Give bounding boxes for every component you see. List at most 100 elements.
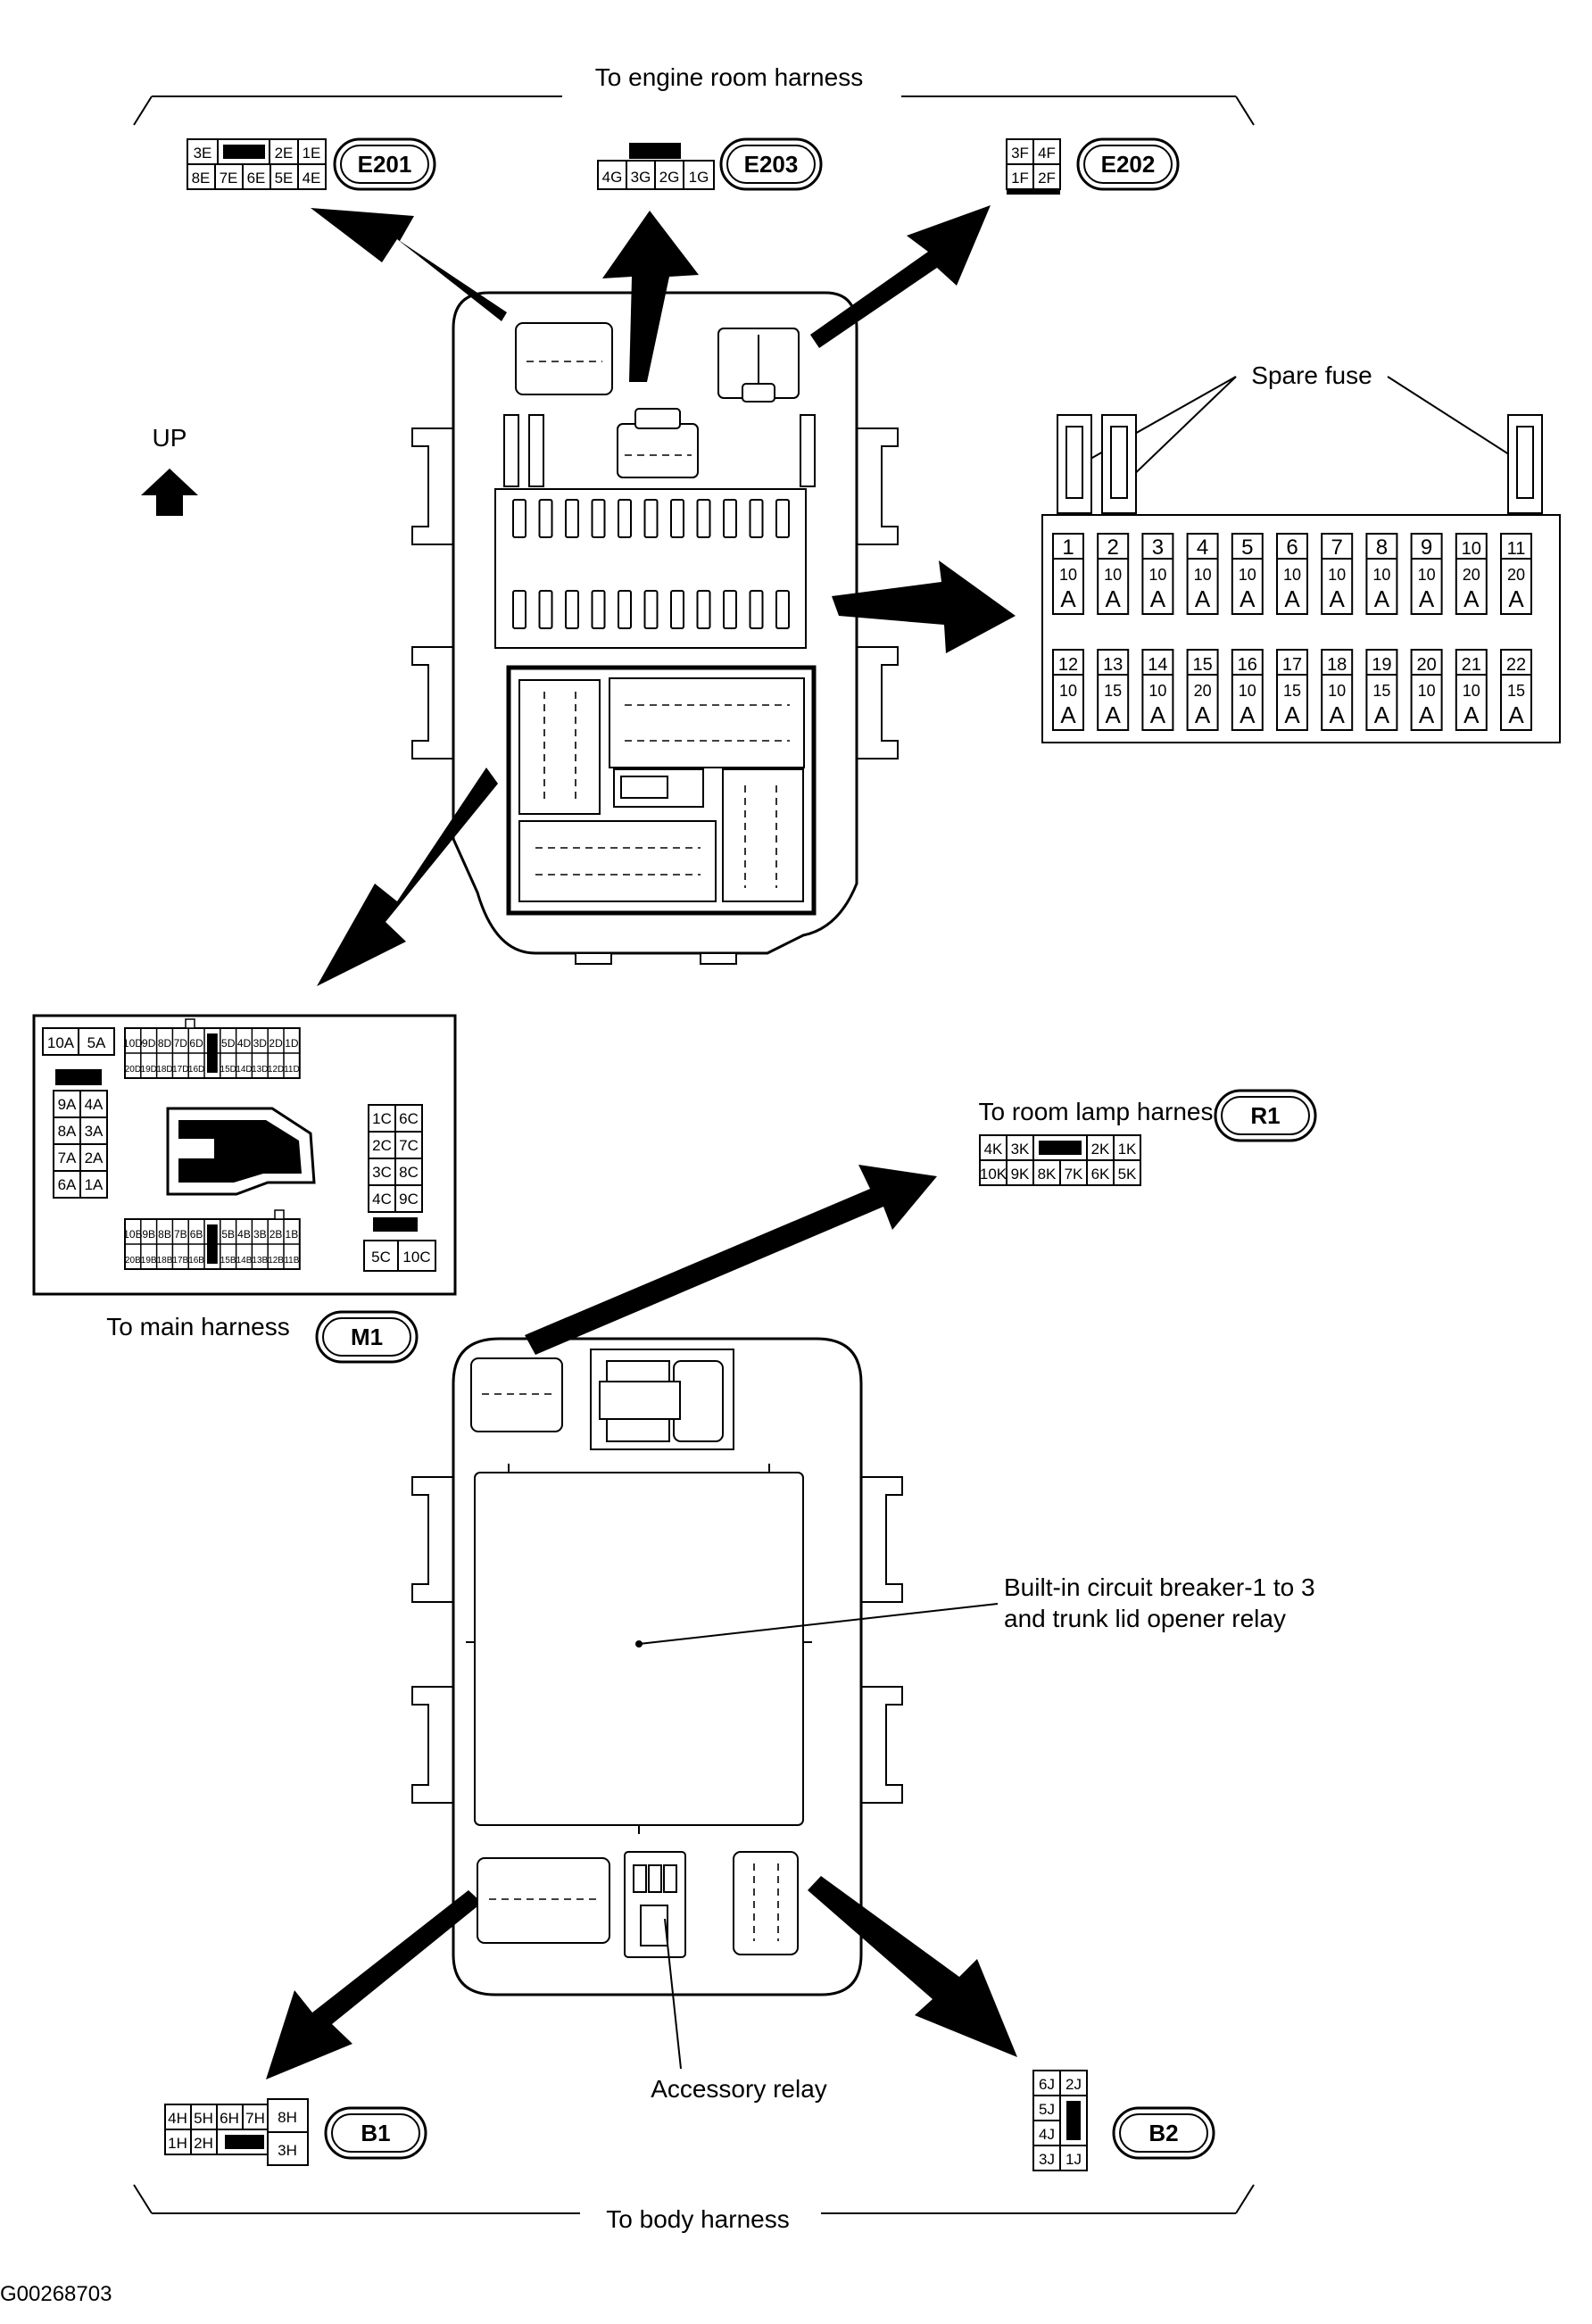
- connector-m1-badge: M1: [315, 1310, 419, 1364]
- fuse-number: 5: [1241, 535, 1253, 560]
- fuse-5: [1231, 533, 1264, 615]
- figure-id: G00268703: [0, 2282, 112, 2306]
- fuse-unit: A: [1240, 585, 1256, 612]
- m1-pin: 19D: [141, 1065, 157, 1075]
- fuse-number: 3: [1152, 535, 1164, 560]
- connector-b1-badge: B1: [324, 2106, 427, 2160]
- up-label: UP: [153, 424, 187, 452]
- m1-pin-7c: 7C: [399, 1137, 419, 1154]
- fuse-slot: [696, 590, 711, 629]
- b1-pin-8h: 8H: [278, 2109, 297, 2126]
- fuse-number: 12: [1058, 655, 1078, 675]
- fuse-amperage: 15: [1372, 682, 1390, 700]
- spare-fuse-label: Spare fuse: [1251, 361, 1372, 389]
- m1-pin: 14D: [236, 1065, 252, 1075]
- fuse-unit: A: [1330, 701, 1346, 728]
- fuse-20: [1410, 649, 1443, 731]
- fuse-amperage: 10: [1418, 682, 1436, 700]
- m1-pin: 4B: [237, 1228, 251, 1241]
- fuse-number: 11: [1507, 539, 1526, 559]
- m1-pin-7a: 7A: [58, 1150, 77, 1166]
- m1-pin-3c: 3C: [372, 1164, 392, 1181]
- fuse-slot: [512, 590, 527, 629]
- fuse-unit: A: [1463, 585, 1480, 612]
- b1-pin-2h: 2H: [194, 2135, 213, 2152]
- e201-pin-7e: 7E: [220, 170, 238, 187]
- connector-b2-face: 6J 5J 4J 3J 2J 1J: [1032, 2070, 1088, 2171]
- fuse-unit: A: [1150, 585, 1166, 612]
- fuse-6: [1276, 533, 1308, 615]
- m1-pin-4a: 4A: [85, 1096, 104, 1113]
- fuse-amperage: 15: [1104, 682, 1122, 700]
- fuse-18: [1321, 649, 1354, 731]
- connector-b1-face: 4H 5H 6H 7H 8H 1H 2H 3H: [164, 2098, 309, 2166]
- fuse-amperage: 10: [1283, 566, 1301, 584]
- fuse-number: 16: [1238, 655, 1257, 675]
- fuse-unit: A: [1330, 585, 1346, 612]
- fuse-unit: A: [1106, 585, 1122, 612]
- r1-pin-8k: 8K: [1038, 1166, 1057, 1183]
- fuse-unit: A: [1284, 701, 1300, 728]
- m1-pin: 7D: [174, 1037, 188, 1050]
- m1-pin: 9B: [142, 1228, 155, 1241]
- fuse-amperage: 10: [1059, 566, 1077, 584]
- connector-e203-face: 4G 3G 2G 1G: [597, 143, 715, 190]
- r1-pin-2k: 2K: [1091, 1141, 1110, 1158]
- m1-pin-9c: 9C: [399, 1191, 419, 1208]
- fuse-16: [1231, 649, 1264, 731]
- m1-pin-6c: 6C: [399, 1110, 419, 1127]
- m1-pin: 16D: [188, 1065, 204, 1075]
- fuse-unit: A: [1060, 585, 1076, 612]
- e203-pin-1g: 1G: [689, 169, 709, 186]
- m1-pin: 13D: [252, 1065, 268, 1075]
- b1-pin-6h: 6H: [220, 2110, 239, 2127]
- fuse-slot: [591, 499, 606, 538]
- m1-pin-2c: 2C: [372, 1137, 392, 1154]
- fuse-unit: A: [1374, 585, 1390, 612]
- fuse-amperage: 15: [1507, 682, 1525, 700]
- fuse-number: 4: [1197, 535, 1208, 560]
- m1-pin: 1B: [286, 1228, 299, 1241]
- fuse-slot: [723, 499, 737, 538]
- fuse-unit: A: [1374, 701, 1390, 728]
- b2-pin-6j: 6J: [1039, 2076, 1055, 2093]
- e201-label: E201: [358, 151, 412, 178]
- fuse-14: [1141, 649, 1174, 731]
- connector-r1-face: 4K 3K 2K 1K 10K 9K 8K 7K 6K 5K: [979, 1134, 1141, 1186]
- b1-pin-3h: 3H: [278, 2142, 297, 2159]
- fuse-number: 20: [1416, 655, 1436, 675]
- fuse-amperage: 10: [1328, 566, 1346, 584]
- b1-pin-4h: 4H: [168, 2110, 187, 2127]
- b2-pin-5j: 5J: [1039, 2101, 1055, 2118]
- fuse-unit: A: [1463, 701, 1480, 728]
- accessory-relay-label: Accessory relay: [651, 2075, 827, 2103]
- e202-pin-4f: 4F: [1038, 145, 1056, 162]
- b1-pin-1h: 1H: [168, 2135, 187, 2152]
- fuse-slot: [723, 590, 737, 629]
- fuse-amperage: 10: [1059, 682, 1077, 700]
- m1-latch: [274, 1209, 285, 1220]
- fuse-22: [1500, 649, 1532, 731]
- m1-pin: 20B: [125, 1256, 141, 1266]
- b1-label: B1: [361, 2120, 390, 2146]
- m1-pin: 18B: [157, 1256, 173, 1266]
- fuse-unit: A: [1150, 701, 1166, 728]
- r1-pin-5k: 5K: [1118, 1166, 1137, 1183]
- fuse-3: [1141, 533, 1174, 615]
- fuse-unit: A: [1195, 585, 1211, 612]
- m1-pin-4c: 4C: [372, 1191, 392, 1208]
- connector-e202-badge: E202: [1076, 137, 1180, 191]
- fuse-amperage: 10: [1239, 682, 1256, 700]
- r1-pin-7k: 7K: [1065, 1166, 1083, 1183]
- e203-pin-4g: 4G: [602, 169, 623, 186]
- fuse-unit: A: [1419, 585, 1435, 612]
- connector-e203-badge: E203: [719, 137, 823, 191]
- m1-pin-3a: 3A: [85, 1123, 104, 1140]
- fuse-number: 2: [1107, 535, 1119, 560]
- fuse-amperage: 20: [1463, 566, 1480, 584]
- m1-pin: 20D: [125, 1065, 141, 1075]
- lower-relay-block: [411, 1337, 903, 1996]
- m1-pin: 4D: [237, 1037, 252, 1050]
- fuse-11: [1500, 533, 1532, 615]
